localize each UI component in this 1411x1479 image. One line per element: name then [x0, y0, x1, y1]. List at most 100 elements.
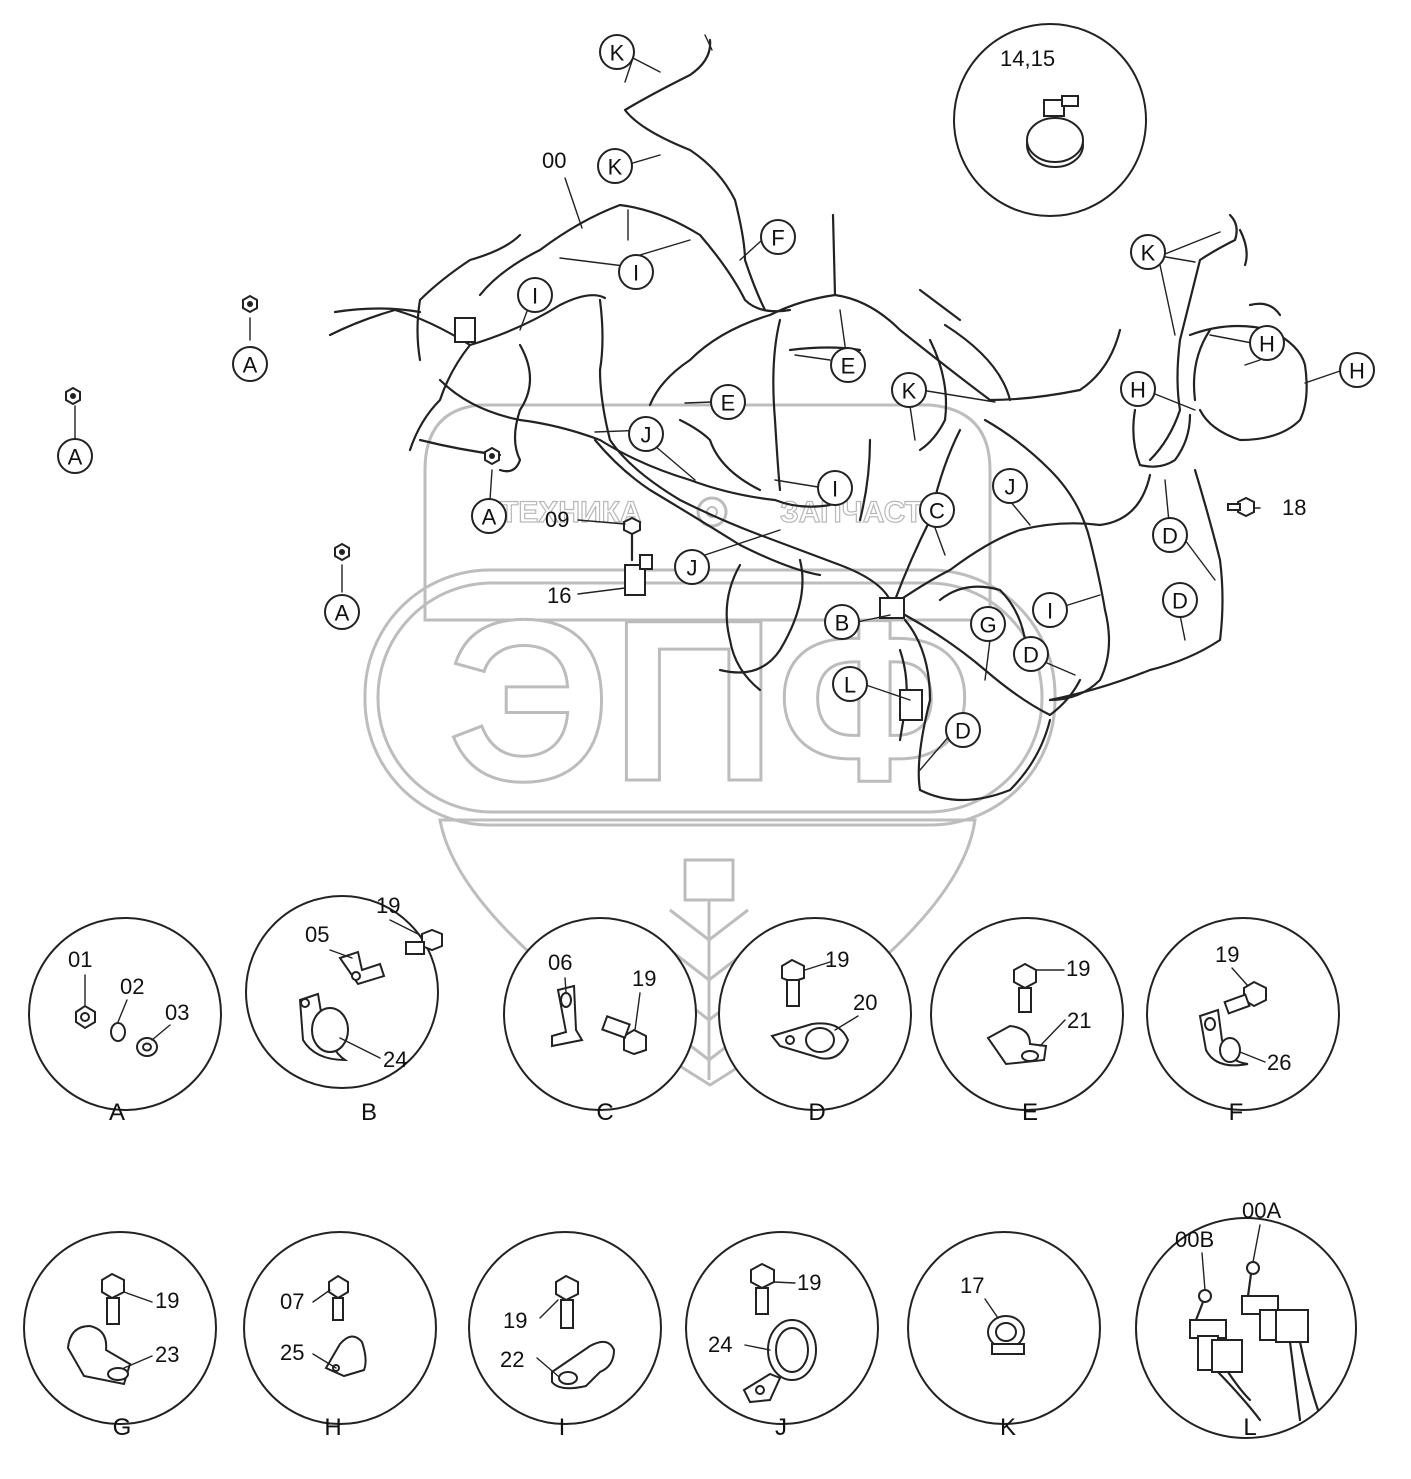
svg-text:19: 19 — [155, 1288, 179, 1313]
svg-text:I: I — [633, 261, 639, 286]
bolt-icon — [1227, 496, 1255, 518]
clamp-icon — [742, 1319, 817, 1404]
detail-G: 19 23 G — [23, 1231, 217, 1441]
callout-K: K — [1130, 234, 1166, 270]
detail-A: 01 02 03 A — [28, 917, 222, 1126]
nut-icon — [242, 294, 258, 314]
clamp-icon — [551, 1340, 616, 1390]
detail-letter-K: K — [1000, 1414, 1016, 1441]
callout-H: H — [1120, 371, 1156, 407]
stay-bracket-icon — [338, 950, 386, 986]
svg-text:A: A — [68, 445, 83, 470]
callout-H: H — [1339, 352, 1375, 388]
svg-text:H: H — [1130, 378, 1146, 403]
callout-H: H — [1249, 325, 1285, 361]
bolt-icon — [1223, 980, 1267, 1015]
callout-E: E — [830, 347, 866, 383]
connector-icon — [879, 597, 905, 619]
detail-I: 19 22 I — [468, 1231, 662, 1441]
detail-letter-G: G — [113, 1414, 132, 1441]
part-label-16: 16 — [547, 583, 571, 608]
flat-washer-icon — [136, 1037, 158, 1057]
part-label-09: 09 — [545, 507, 569, 532]
bolt-icon — [555, 1274, 579, 1329]
bolt-icon — [601, 1015, 647, 1056]
callout-F: F — [760, 219, 796, 255]
detail-letter-C: C — [596, 1099, 613, 1126]
detail-letter-L: L — [1243, 1414, 1256, 1441]
callout-A: A — [232, 346, 268, 382]
callout-D: D — [945, 712, 981, 748]
callout-I: I — [517, 277, 553, 313]
cable-tie-icon — [987, 1315, 1025, 1355]
callout-K: K — [891, 372, 927, 408]
relay-bracket-icon — [624, 554, 653, 596]
svg-text:21: 21 — [1067, 1008, 1091, 1033]
svg-text:L: L — [844, 673, 856, 698]
svg-text:23: 23 — [155, 1342, 179, 1367]
callout-D: D — [1152, 517, 1188, 553]
svg-text:19: 19 — [632, 966, 656, 991]
svg-text:I: I — [832, 477, 838, 502]
nut-icon — [65, 386, 81, 406]
svg-text:20: 20 — [853, 990, 877, 1015]
svg-text:01: 01 — [68, 947, 92, 972]
callout-I: I — [618, 254, 654, 290]
nut-icon — [75, 1004, 96, 1030]
callout-I: I — [817, 470, 853, 506]
svg-text:19: 19 — [376, 893, 400, 918]
clamp-icon — [770, 1022, 850, 1060]
bolt-icon — [328, 1274, 349, 1321]
svg-text:05: 05 — [305, 922, 329, 947]
detail-letter-H: H — [324, 1414, 341, 1441]
svg-text:03: 03 — [165, 1000, 189, 1025]
callout-E: E — [710, 384, 746, 420]
clamp-icon — [986, 1024, 1048, 1066]
svg-text:D: D — [955, 719, 971, 744]
svg-text:J: J — [687, 556, 698, 581]
svg-text:A: A — [482, 505, 497, 530]
detail-letter-F: F — [1229, 1099, 1244, 1126]
callout-G: G — [970, 606, 1006, 642]
svg-text:06: 06 — [548, 950, 572, 975]
detail-H: 07 25 H — [243, 1231, 437, 1441]
callout-A: A — [324, 594, 360, 630]
detail-letter-I: I — [559, 1414, 566, 1441]
svg-text:B: B — [835, 611, 850, 636]
detail-E: 19 21 E — [930, 917, 1124, 1126]
callout-K: K — [599, 34, 635, 70]
bolt-icon — [781, 958, 805, 1007]
svg-text:02: 02 — [120, 974, 144, 999]
svg-text:J: J — [1005, 475, 1016, 500]
connector-icon — [454, 317, 476, 343]
svg-text:24: 24 — [383, 1047, 407, 1072]
svg-text:D: D — [1172, 589, 1188, 614]
harness-wires — [328, 34, 1308, 802]
stay-bracket-icon — [551, 984, 584, 1048]
part-label-18: 18 — [1282, 495, 1306, 520]
callout-D: D — [1013, 636, 1049, 672]
detail-L: 00B 00A L — [1135, 1198, 1357, 1441]
detail-F: 19 26 F — [1146, 917, 1340, 1126]
bolt-icon — [623, 516, 641, 562]
svg-text:D: D — [1162, 524, 1178, 549]
bolt-icon — [1013, 962, 1037, 1013]
svg-text:00B: 00B — [1175, 1227, 1214, 1252]
fusible-link-icon — [1189, 1289, 1262, 1422]
callout-J: J — [628, 416, 664, 452]
callout-I: I — [1032, 592, 1068, 628]
callout-B: B — [824, 604, 860, 640]
lock-washer-icon — [110, 1022, 126, 1042]
svg-text:K: K — [610, 41, 625, 66]
svg-text:19: 19 — [797, 1270, 821, 1295]
svg-text:E: E — [841, 354, 856, 379]
svg-text:G: G — [979, 613, 996, 638]
bolt-icon — [405, 928, 443, 955]
svg-text:A: A — [335, 601, 350, 626]
callout-D: D — [1162, 582, 1198, 618]
svg-text:19: 19 — [1066, 956, 1090, 981]
svg-text:K: K — [902, 379, 917, 404]
svg-text:A: A — [243, 353, 258, 378]
svg-text:19: 19 — [825, 947, 849, 972]
